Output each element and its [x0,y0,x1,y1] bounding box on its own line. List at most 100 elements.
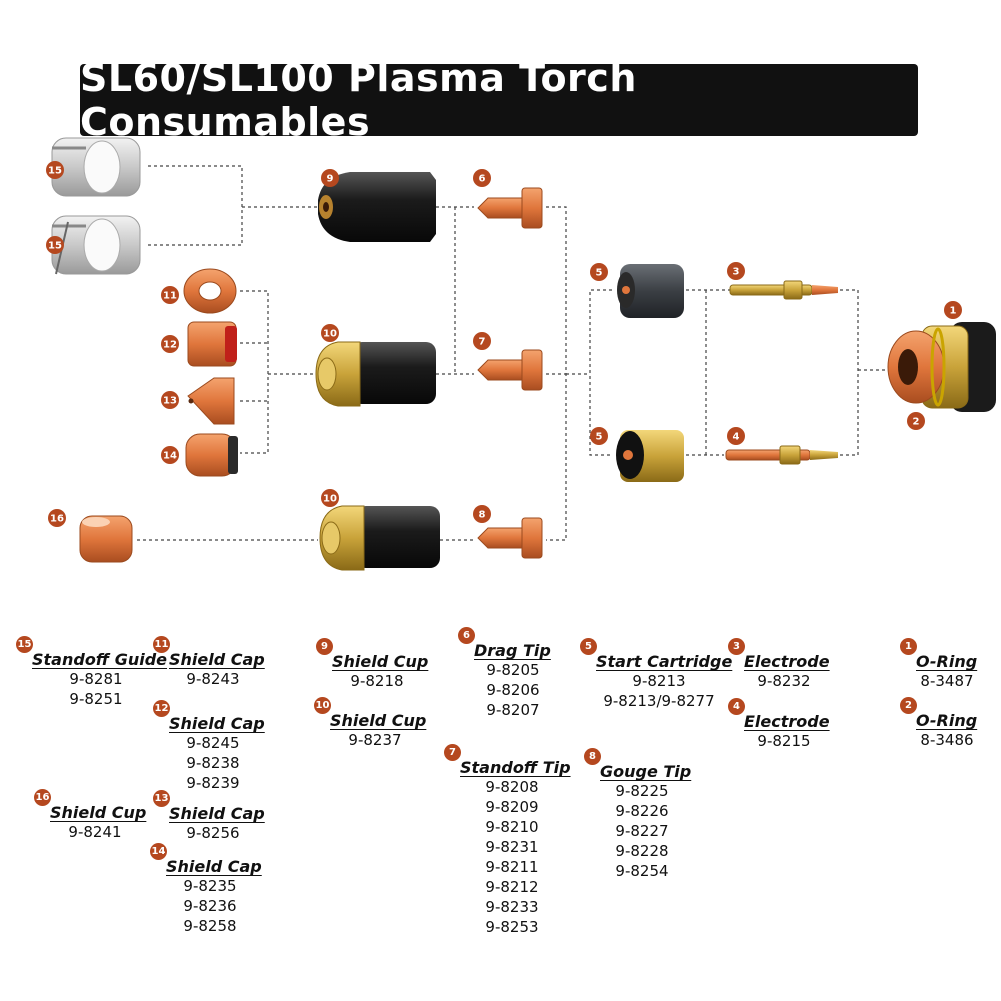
legend-name: Shield Cap [169,650,265,669]
part-code: 9-8232 [757,672,811,690]
legend-name: Start Cartridge [596,652,733,671]
part-code: 9-8231 [485,838,539,856]
shield-cup-10-part-a [315,341,436,407]
diagram-badge-circle [590,263,608,281]
part-code: 9-8225 [615,782,669,800]
diagram-badge-label: 4 [733,432,740,443]
badge-10: 10 [314,697,331,714]
diagram-badge-circle [321,489,339,507]
legend-name: Electrode [744,652,830,671]
badge-5: 5 [580,638,597,655]
part-code: 9-8215 [757,732,811,750]
part-code: 9-8213 [632,672,686,690]
diagram-badge-label: 5 [596,432,603,443]
legend-name: Shield Cap [166,857,262,876]
diagram-badge-label: 13 [163,396,177,407]
legend-codes: 9-8213 9-8213/9-8277 [596,671,722,711]
part-code: 9-8209 [485,798,539,816]
diagram-badge-label: 10 [323,329,337,340]
diagram-badge-circle [321,324,339,342]
part-code: 9-8258 [183,917,237,935]
part-code: 9-8233 [485,898,539,916]
badge-12: 12 [153,700,170,717]
diagram-badge-circle [590,427,608,445]
diagram-badge-label: 5 [596,268,603,279]
part-code: 9-8213/9-8277 [603,692,715,710]
legend-codes: 9-8215 [744,731,824,751]
badge-15: 15 [16,636,33,653]
start-cartridge-5-part-b [616,430,684,482]
part-code: 9-8208 [485,778,539,796]
electrode-3-part [729,280,838,300]
badge-7: 7 [444,744,461,761]
legend-name: Electrode [744,712,830,731]
diagram-badge-label: 16 [50,514,64,525]
shield-cap-14-part [185,433,238,477]
diagram-badge-circle [473,332,491,350]
diagram-badge-circle [161,335,179,353]
legend-codes: 9-8205 9-8206 9-8207 [474,660,552,720]
diagram-badge-label: 14 [163,451,177,462]
badge-1: 1 [900,638,917,655]
part-code: 9-8239 [186,774,240,792]
part-code: 9-8205 [486,661,540,679]
drag-tip-6-part [477,187,543,229]
electrode-4-part [725,445,838,465]
part-code: 9-8251 [69,690,123,708]
part-code: 9-8254 [615,862,669,880]
diagram-badge-circle [907,412,925,430]
diagram-badge-label: 15 [48,166,62,177]
diagram-badge-label: 3 [733,267,740,278]
badge-3: 3 [728,638,745,655]
part-code: 8-3487 [920,672,974,690]
legend-codes: 8-3486 [916,730,978,750]
part-code: 9-8207 [486,701,540,719]
diagram-badge-label: 6 [479,174,486,185]
part-code: 9-8243 [186,670,240,688]
part-code: 9-8256 [186,824,240,842]
shield-cup-16-part [79,515,133,563]
part-code: 9-8206 [486,681,540,699]
shield-cap-12-part [187,321,237,367]
shield-cap-11-part [183,268,237,314]
diagram-badge-label: 7 [479,337,486,348]
part-code: 9-8211 [485,858,539,876]
badge-14: 14 [150,843,167,860]
badge-9: 9 [316,638,333,655]
legend-name: Shield Cap [169,804,265,823]
legend-codes: 9-8232 [744,671,824,691]
legend-name: Standoff Tip [460,758,571,777]
diagram-badge-circle [944,301,962,319]
diagram-badge-label: 2 [913,417,920,428]
part-code: 9-8235 [183,877,237,895]
legend-codes: 9-8237 [330,730,420,750]
legend-name: Shield Cup [330,711,427,730]
diagram-badge-label: 10 [323,494,337,505]
legend-name: Drag Tip [474,641,551,660]
legend-name: O-Ring [916,652,978,671]
diagram-badge-circle [161,391,179,409]
diagram-badge-circle [161,286,179,304]
diagram-badge-label: 8 [479,510,486,521]
torch-head-part [887,322,996,412]
shield-cup-10-part-b [319,505,440,571]
part-code: 9-8281 [69,670,123,688]
legend-name: Standoff Guide [32,650,168,669]
standoff-guide-part-a [51,137,141,197]
gouge-tip-8-part [477,517,543,559]
part-code: 9-8237 [348,731,402,749]
